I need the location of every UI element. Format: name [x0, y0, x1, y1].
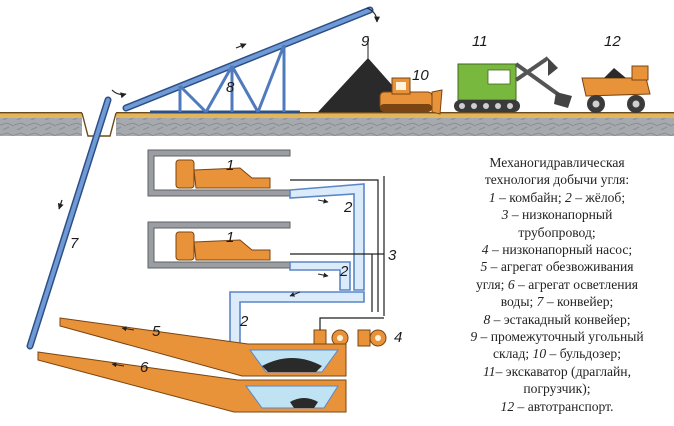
- label-combine-top: 1: [226, 157, 234, 174]
- caption-num: 11: [483, 363, 496, 379]
- bulldozer: 10: [379, 67, 443, 115]
- caption-num: 10: [532, 346, 547, 362]
- pumps: 4: [313, 317, 402, 347]
- caption-num: 12: [500, 398, 515, 414]
- caption-line: 12 – автотранспорт.: [446, 398, 668, 415]
- caption-title-line-1: Механогидравлическая: [489, 155, 625, 170]
- dewatering-unit: 5: [59, 317, 347, 377]
- label-pumps: 4: [394, 329, 402, 346]
- caption-line: трубопровод;: [446, 224, 668, 241]
- caption-line: погрузчик);: [446, 380, 668, 397]
- trestle-conveyor: 8: [111, 6, 380, 114]
- caption-text: – промежуточный угольный: [477, 329, 644, 345]
- pipeline: 3: [290, 176, 397, 316]
- caption-line: воды; 7 – конвейер;: [446, 293, 668, 310]
- caption-text: – низконапорный: [508, 207, 613, 223]
- label-clarifier: 6: [140, 359, 149, 376]
- caption-text: – эстакадный конвейер;: [490, 311, 631, 327]
- label-chute-a: 2: [343, 199, 353, 216]
- label-chute-c: 2: [239, 313, 249, 330]
- caption-text: – экскаватор (драглайн,: [495, 363, 631, 379]
- caption-title-line-2: технология добычи угля:: [484, 172, 630, 188]
- caption-text: склад;: [492, 346, 533, 362]
- caption-text: погрузчик);: [523, 381, 591, 397]
- caption-line: угля; 6 – агрегат осветления: [446, 276, 668, 293]
- label-combine-bottom: 1: [226, 229, 234, 246]
- caption-num: 7: [536, 294, 544, 310]
- caption-text: – конвейер;: [543, 294, 614, 310]
- clarifier-unit: 6: [37, 351, 347, 413]
- caption-text: – жёлоб;: [571, 189, 626, 205]
- label-conveyor: 7: [70, 235, 79, 252]
- caption-num: 5: [480, 259, 488, 275]
- caption-text: воды;: [500, 294, 537, 310]
- caption-text: трубопровод;: [518, 224, 596, 240]
- label-excavator: 11: [472, 33, 488, 50]
- label-chute-b: 2: [339, 263, 349, 280]
- caption-text: – бульдозер;: [546, 346, 621, 362]
- legend-caption: Механогидравлическая технология добычи у…: [446, 154, 668, 415]
- label-dewatering: 5: [152, 323, 161, 340]
- label-dump-truck: 12: [604, 33, 621, 50]
- caption-text: – агрегат обезвоживания: [487, 259, 634, 275]
- caption-text: – агрегат осветления: [514, 276, 639, 292]
- lower-chamber: 1: [147, 221, 291, 269]
- caption-line: 11– экскаватор (драглайн,: [446, 363, 668, 380]
- caption-text: – автотранспорт.: [514, 398, 614, 414]
- caption-line: 5 – агрегат обезвоживания: [446, 258, 668, 275]
- excavator: 11: [454, 33, 572, 112]
- caption-line: 3 – низконапорный: [446, 206, 668, 223]
- caption-num: 2: [565, 189, 572, 205]
- label-bulldozer: 10: [412, 67, 429, 84]
- label-stockpile: 9: [361, 33, 370, 50]
- dump-truck: 12: [581, 33, 651, 113]
- caption-num: 1: [488, 189, 496, 205]
- label-trestle: 8: [226, 79, 235, 96]
- caption-line: 8 – эстакадный конвейер;: [446, 311, 668, 328]
- chute-labels: 2 2 2: [239, 198, 353, 330]
- caption-line: 1 – комбайн; 2 – жёлоб;: [446, 189, 668, 206]
- caption-num: 6: [507, 276, 515, 292]
- upper-chamber: 1: [147, 149, 291, 197]
- caption-num: 3: [501, 207, 509, 223]
- caption-num: 9: [470, 329, 478, 345]
- caption-line: 9 – промежуточный угольный: [446, 328, 668, 345]
- caption-line: склад; 10 – бульдозер;: [446, 345, 668, 362]
- caption-text: угля;: [475, 276, 508, 292]
- caption-text: – низконапорный насос;: [488, 242, 633, 258]
- inclined-conveyor: 7: [26, 96, 112, 350]
- ground-surface: [0, 112, 674, 138]
- caption-line: 4 – низконапорный насос;: [446, 241, 668, 258]
- label-pipeline: 3: [388, 247, 397, 264]
- caption-text: – комбайн;: [495, 189, 566, 205]
- caption-num: 4: [481, 242, 489, 258]
- caption-num: 8: [483, 311, 491, 327]
